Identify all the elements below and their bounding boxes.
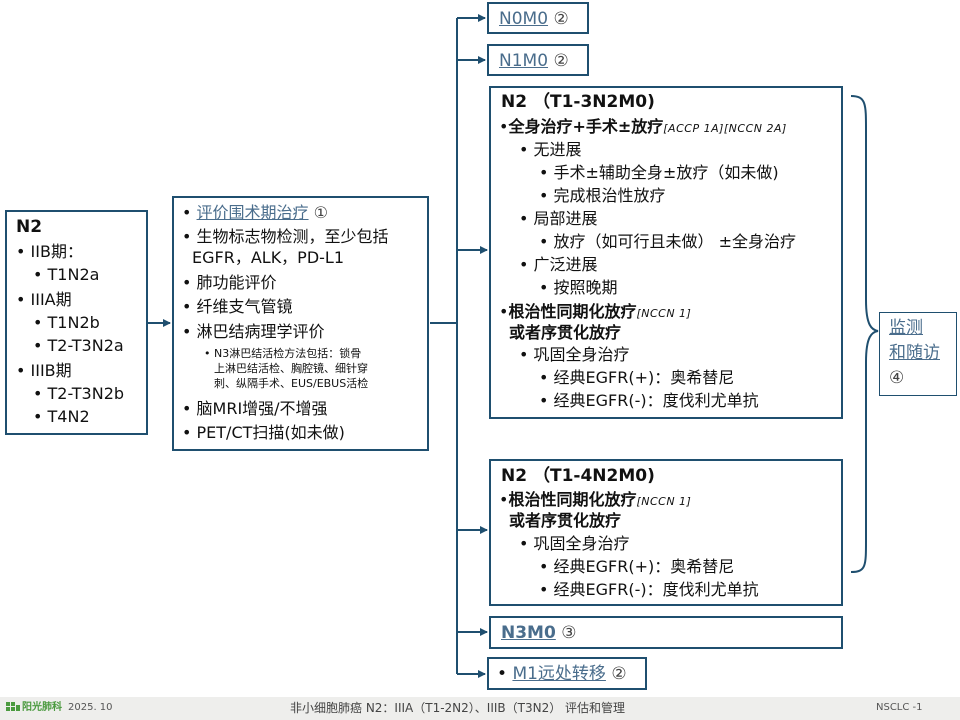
- logo-icon: [6, 702, 20, 714]
- box-a-ref-2: [NCCN 1]: [636, 307, 692, 320]
- n0m0-link[interactable]: N0M0: [499, 9, 549, 29]
- stage-t2t3n2b: • T2-T3N2b: [33, 384, 125, 403]
- n3m0-box: N3M0 ③: [489, 616, 843, 649]
- eval-n3-biopsy-2: 上淋巴结活检、胸腔镜、细针穿: [214, 362, 368, 375]
- box-a-consolidation: • 巩固全身治疗: [519, 345, 630, 364]
- logo-text: 阳光肺科: [22, 702, 62, 713]
- eval-lung-function: • 肺功能评价: [182, 273, 277, 292]
- connector-lines: [148, 14, 879, 678]
- m1-box: • M1远处转移 ②: [487, 657, 647, 690]
- stage-t1n2a: • T1N2a: [33, 265, 100, 284]
- eval-biomarker-list: EGFR，ALK，PD-L1: [192, 248, 345, 267]
- followup-link-1[interactable]: 监测: [889, 318, 923, 338]
- eval-pet-ct: • PET/CT扫描(如未做): [182, 423, 345, 442]
- followup-brace: [850, 95, 879, 573]
- followup-ref: ④: [889, 368, 905, 388]
- n1m0-ref: ②: [553, 51, 569, 71]
- footer-caption: 非小细胞肺癌 N2：IIIA（T1-2N2）、IIIB（T3N2） 评估和管理: [290, 701, 626, 715]
- box-a-complete-rt: • 完成根治性放疗: [539, 186, 666, 205]
- n2-stage-box: N2 • IIB期： • T1N2a • IIIA期 • T1N2b • T2-…: [5, 210, 148, 435]
- box-b-ref: [NCCN 1]: [636, 495, 692, 508]
- eval-n3-biopsy-1: • N3淋巴结活检方法包括：锁骨: [204, 347, 362, 360]
- n0m0-box: N0M0 ②: [487, 2, 589, 34]
- n2-t1-4-treatment-box: N2 （T1-4N2M0) •根治性同期化放疗[NCCN 1] 或者序贯化放疗 …: [489, 459, 843, 606]
- box-a-ref-1: [ACCP 1A][NCCN 2A]: [663, 122, 787, 135]
- box-a-extensive-progression: • 广泛进展: [519, 255, 598, 274]
- eval-biomarker: • 生物标志物检测，至少包括: [182, 227, 389, 246]
- n3m0-link[interactable]: N3M0: [501, 623, 556, 643]
- stage-t2t3n2a: • T2-T3N2a: [33, 336, 124, 355]
- stage-iib: • IIB期：: [16, 242, 83, 261]
- box-a-sequential-crt: 或者序贯化放疗: [509, 323, 622, 342]
- box-a-rt-if-feasible: • 放疗（如可行且未做） ±全身治疗: [539, 232, 797, 251]
- footer-bar: 阳光肺科 2025. 10 非小细胞肺癌 N2：IIIA（T1-2N2）、III…: [0, 697, 960, 720]
- eval-bronchoscopy: • 纤维支气管镜: [182, 297, 293, 316]
- evaluation-box: • 评价围术期治疗 ① • 生物标志物检测，至少包括 EGFR，ALK，PD-L…: [172, 196, 429, 451]
- followup-link-2[interactable]: 和随访: [889, 343, 940, 363]
- box-a-concurrent-crt: •根治性同期化放疗[NCCN 1]: [499, 302, 692, 321]
- box-b-title: N2 （T1-4N2M0): [501, 466, 655, 486]
- box-a-no-progression: • 无进展: [519, 140, 582, 159]
- box-b-egfr-positive: • 经典EGFR(+)：奥希替尼: [539, 557, 735, 576]
- box-b-consolidation: • 巩固全身治疗: [519, 534, 630, 553]
- stage-t4n2: • T4N2: [33, 407, 90, 426]
- m1-ref: ②: [611, 664, 627, 684]
- n1m0-box: N1M0 ②: [487, 44, 589, 76]
- eval-n3-biopsy-3: 刺、纵隔手术、EUS/EBUS活检: [214, 377, 369, 390]
- n2-t1-3-treatment-box: N2 （T1-3N2M0) •全身治疗+手术±放疗[ACCP 1A][NCCN …: [489, 86, 843, 419]
- ref-num-1: ①: [313, 203, 328, 222]
- box-b-sequential-crt: 或者序贯化放疗: [509, 511, 622, 530]
- stage-iiia: • IIIA期: [16, 290, 72, 309]
- followup-box: 监测 和随访 ④: [879, 312, 957, 396]
- n3m0-ref: ③: [561, 623, 577, 643]
- box-b-concurrent-crt: •根治性同期化放疗[NCCN 1]: [499, 490, 692, 509]
- eval-item-1: • 评价围术期治疗 ①: [182, 203, 328, 222]
- footer-page-id: NSCLC -1: [876, 702, 923, 713]
- stage-t1n2b: • T1N2b: [33, 313, 100, 332]
- perioperative-link[interactable]: 评价围术期治疗: [196, 203, 309, 222]
- n2-title: N2: [16, 217, 43, 237]
- eval-brain-mri: • 脑MRI增强/不增强: [182, 399, 328, 418]
- box-a-egfr-positive: • 经典EGFR(+)：奥希替尼: [539, 368, 735, 387]
- box-b-egfr-negative: • 经典EGFR(-)：度伐利尤单抗: [539, 580, 759, 599]
- m1-link[interactable]: M1远处转移: [512, 664, 606, 684]
- box-a-systemic-surgery: •全身治疗+手术±放疗[ACCP 1A][NCCN 2A]: [499, 117, 787, 136]
- stage-iiib: • IIIB期: [16, 361, 72, 380]
- eval-lymph-node: • 淋巴结病理学评价: [182, 322, 325, 341]
- box-a-local-progression: • 局部进展: [519, 209, 598, 228]
- box-a-title: N2 （T1-3N2M0): [501, 92, 655, 112]
- box-a-surgery-adjuvant: • 手术±辅助全身±放疗（如未做): [539, 163, 779, 182]
- footer-date: 2025. 10: [68, 702, 113, 713]
- n0m0-ref: ②: [553, 9, 569, 29]
- n1m0-link[interactable]: N1M0: [499, 51, 549, 71]
- box-a-as-advanced: • 按照晚期: [539, 278, 618, 297]
- box-a-egfr-negative: • 经典EGFR(-)：度伐利尤单抗: [539, 391, 759, 410]
